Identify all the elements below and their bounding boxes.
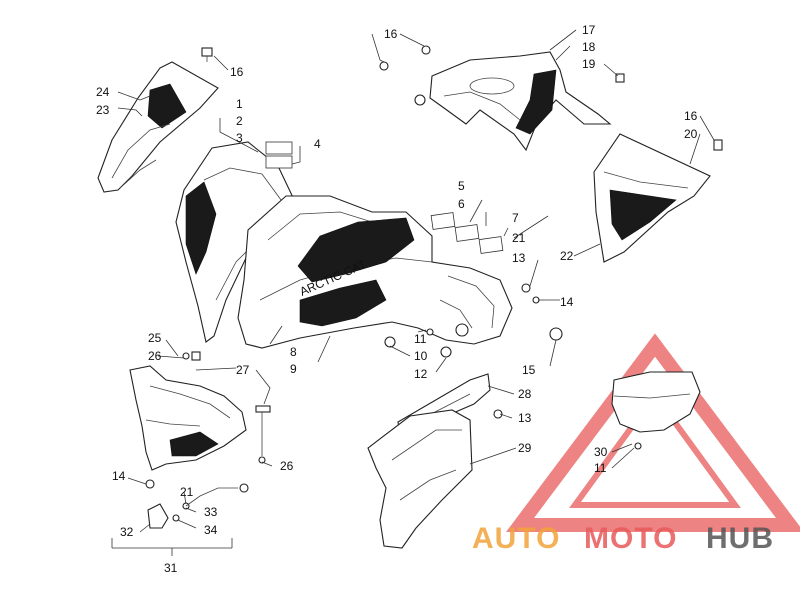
- callout-30: 30: [594, 445, 608, 459]
- callout-13-lower: 13: [518, 411, 532, 425]
- watermark-moto: MOTO: [584, 522, 677, 555]
- callout-1: 1: [236, 97, 243, 111]
- callout-21-fender: 21: [512, 231, 526, 245]
- callout-9: 9: [290, 362, 297, 376]
- callout-23: 23: [96, 103, 110, 117]
- callout-2: 2: [236, 114, 243, 128]
- callout-33: 33: [204, 505, 218, 519]
- callout-4: 4: [314, 137, 321, 151]
- callout-17: 17: [582, 23, 596, 37]
- callout-19: 19: [582, 57, 596, 71]
- callout-24: 24: [96, 85, 110, 99]
- bracket-assembly-31: [111, 483, 249, 556]
- callout-10: 10: [414, 349, 428, 363]
- callout-16-rear: 16: [384, 27, 398, 41]
- callout-26-grille: 26: [148, 349, 162, 363]
- seat-cowl-part-30: [611, 371, 701, 450]
- watermark-triangle-logo: [506, 333, 800, 532]
- callout-6: 6: [458, 197, 465, 211]
- fastener-19: [615, 73, 625, 83]
- fastener-26-grille: [145, 351, 271, 489]
- callout-11-cowl: 11: [594, 461, 607, 475]
- callout-34: 34: [204, 523, 218, 537]
- callout-labels: 1 2 3 4 5 6 7 8 9 10 11 11 12 13 13 14 1…: [96, 23, 698, 575]
- watermark-auto: AUTO: [472, 522, 560, 555]
- callout-25: 25: [148, 331, 162, 345]
- callout-11-fender: 11: [414, 332, 427, 346]
- callout-22: 22: [560, 249, 574, 263]
- callout-28: 28: [518, 387, 532, 401]
- front-grille-part: [129, 365, 247, 471]
- callout-14-left: 14: [112, 469, 126, 483]
- fasteners-center: [384, 283, 563, 358]
- callout-26-lower: 26: [280, 459, 294, 473]
- callout-31: 31: [164, 561, 178, 575]
- fastener-13-lower: [493, 409, 503, 419]
- callout-15: 15: [522, 363, 536, 377]
- front-fender-part: [175, 141, 299, 343]
- fastener-16-top-left: [201, 47, 213, 62]
- side-splash-guard-29: [367, 409, 473, 549]
- callout-7: 7: [512, 211, 519, 225]
- rear-fender-part: [429, 51, 612, 152]
- side-panel-part: [593, 133, 711, 263]
- decal-set-upper: [219, 118, 293, 169]
- callout-12: 12: [414, 367, 428, 381]
- callout-8: 8: [290, 345, 297, 359]
- callout-32: 32: [120, 525, 134, 539]
- callout-20: 20: [684, 127, 698, 141]
- callout-5: 5: [458, 179, 465, 193]
- center-front-fender-part: [237, 195, 513, 349]
- callout-16-nose: 16: [230, 65, 244, 79]
- nose-cover-part: [97, 61, 219, 193]
- callout-27: 27: [236, 363, 250, 377]
- callout-21-bracket: 21: [180, 485, 194, 499]
- fastener-16-side: [713, 139, 723, 151]
- watermark-hub: HUB: [706, 522, 774, 555]
- callout-18: 18: [582, 40, 596, 54]
- fastener-16-rear: [379, 45, 431, 106]
- callout-3: 3: [236, 131, 243, 145]
- leader-lines: [117, 29, 715, 533]
- decal-set-middle: [430, 212, 504, 254]
- callout-16-side: 16: [684, 109, 698, 123]
- callout-13-upper: 13: [512, 251, 526, 265]
- callout-29: 29: [518, 441, 532, 455]
- callout-14-right: 14: [560, 295, 574, 309]
- watermark-text: AUTO MOTO HUB: [472, 522, 774, 555]
